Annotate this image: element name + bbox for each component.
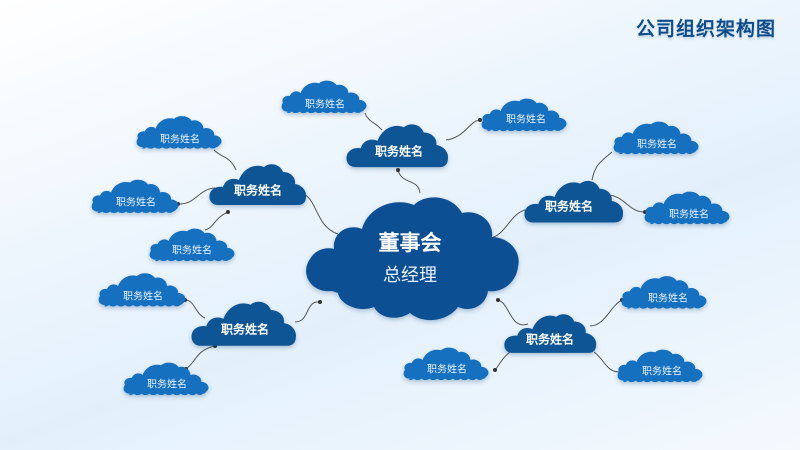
center-cloud[interactable] [306,197,519,321]
mid-cloud-top [346,124,449,168]
connector-center-upper-right [489,209,526,239]
page-title: 公司组织架构图 [635,18,776,40]
connectors [177,112,646,373]
mid-cloud-upper-right [524,180,624,223]
connector-center-top [397,169,421,194]
connector-center-lower-left [294,301,321,323]
mid-cloud-lower-right [504,314,597,353]
connector-center-lower-right [497,299,529,326]
mid-cloud-lower-left [191,301,296,346]
mid-cloud-upper-left [209,164,307,205]
